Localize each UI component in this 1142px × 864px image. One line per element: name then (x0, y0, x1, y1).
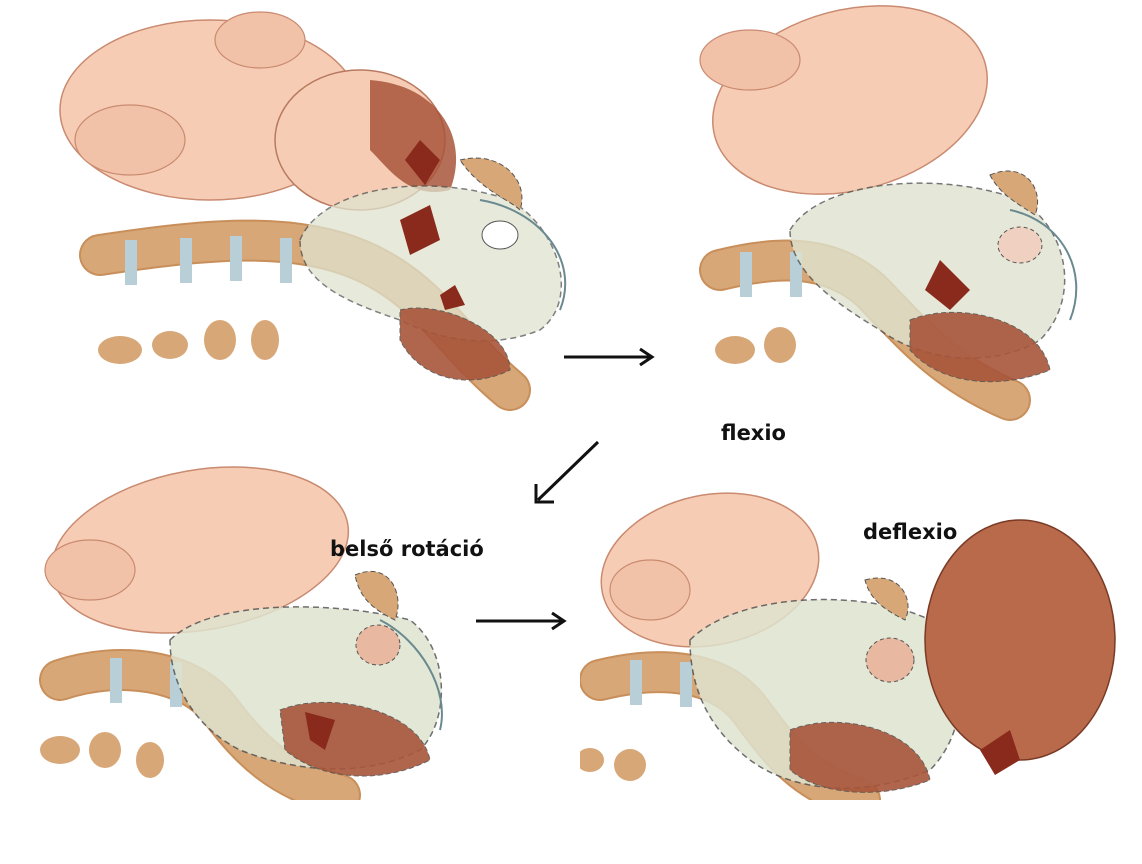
baby-head-emerging (924, 519, 1116, 775)
panel-top-left (40, 0, 600, 430)
pelvis-overlay (789, 170, 1078, 383)
illustration-initial-position (59, 11, 567, 411)
illustration-internal-rotation (39, 466, 443, 800)
label-flexio: flexio (721, 421, 786, 445)
label-deflexio: deflexio (863, 520, 958, 544)
pelvis-overlay (299, 157, 567, 381)
arrow-diagonal (528, 436, 608, 508)
baby-body (699, 5, 988, 195)
arrow-right-icon (564, 347, 655, 367)
illustration-flexion (699, 5, 1078, 421)
label-belso-rotacio: belső rotáció (330, 537, 484, 561)
illustration-deflexion (580, 492, 1116, 800)
arrow-right-icon (476, 611, 567, 631)
pelvis-overlay (169, 570, 443, 777)
panel-bottom-left (20, 450, 470, 800)
panel-bottom-right (580, 480, 1120, 800)
panel-top-right (690, 0, 1130, 430)
arrow-down-left-icon (534, 440, 600, 504)
pelvis-overlay (689, 577, 961, 793)
baby-head (274, 69, 457, 211)
arrow-right-bottom (472, 609, 572, 633)
arrow-right-top (560, 345, 660, 369)
